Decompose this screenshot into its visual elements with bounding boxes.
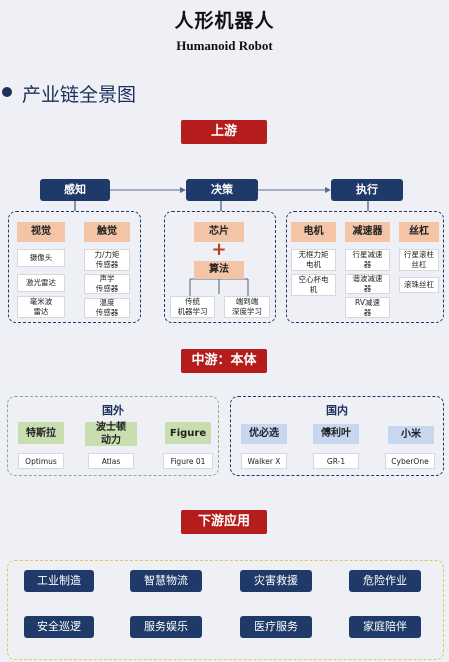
app-industrial-manufacturing: 工业制造 xyxy=(24,570,94,592)
stage-decision: 决策 xyxy=(186,179,258,201)
company-boston-dynamics: 波士顿 动力 xyxy=(85,422,137,446)
decision-item: 端到端 深度学习 xyxy=(224,296,270,318)
product-label: CyberOne xyxy=(385,453,435,469)
perception-group xyxy=(8,211,141,323)
company-fourier: 傅利叶 xyxy=(313,424,359,444)
stage-perception: 感知 xyxy=(40,179,110,201)
app-medical-service: 医疗服务 xyxy=(240,616,312,638)
perception-item: 毫米波 雷达 xyxy=(17,296,65,318)
midstream-banner: 中游：本体 xyxy=(181,349,267,373)
execution-group xyxy=(286,211,444,323)
company-figure: Figure xyxy=(165,422,211,444)
algorithm-header: 算法 xyxy=(194,261,244,279)
plus-icon: + xyxy=(211,239,227,260)
foreign-label: 国外 xyxy=(102,404,124,417)
page-title-en: Humanoid Robot xyxy=(176,38,273,53)
motor-header: 电机 xyxy=(291,222,336,242)
product-label: Walker X xyxy=(241,453,287,469)
product-label: GR-1 xyxy=(313,453,359,469)
execution-item: RV减速 器 xyxy=(345,297,390,318)
app-security-patrol: 安全巡逻 xyxy=(24,616,94,638)
reducer-header: 减速器 xyxy=(345,222,390,242)
app-disaster-rescue: 灾害救援 xyxy=(240,570,312,592)
upstream-banner: 上游 xyxy=(181,120,267,144)
perception-item: 激光雷达 xyxy=(17,274,65,292)
company-ubtech: 优必选 xyxy=(241,424,287,444)
downstream-banner: 下游应用 xyxy=(181,510,267,534)
decision-item: 传统 机器学习 xyxy=(170,296,215,318)
perception-item: 力/力矩 传感器 xyxy=(84,249,130,271)
company-tesla: 特斯拉 xyxy=(18,422,64,444)
downstream-group xyxy=(7,560,444,660)
touch-header: 触觉 xyxy=(84,222,130,242)
execution-item: 谐波减速 器 xyxy=(345,274,390,294)
app-hazardous-work: 危险作业 xyxy=(349,570,421,592)
execution-item: 空心杯电 机 xyxy=(291,274,336,296)
screw-header: 丝杠 xyxy=(399,222,439,242)
app-home-companion: 家庭陪伴 xyxy=(349,616,421,638)
execution-item: 滚珠丝杠 xyxy=(399,277,439,293)
perception-item: 摄像头 xyxy=(17,249,65,267)
stage-execution: 执行 xyxy=(331,179,403,201)
decision-group xyxy=(164,211,276,323)
app-smart-logistics: 智慧物流 xyxy=(130,570,202,592)
domestic-group xyxy=(230,396,444,476)
page-title: 人形机器人 xyxy=(174,10,275,32)
product-label: Optimus xyxy=(18,453,64,469)
product-label: Atlas xyxy=(88,453,134,469)
perception-item: 温度 传感器 xyxy=(84,298,130,318)
app-service-entertainment: 服务娱乐 xyxy=(130,616,202,638)
execution-item: 行星减速 器 xyxy=(345,249,390,271)
page-subtitle: 产业链全景图 xyxy=(22,84,137,106)
company-xiaomi: 小米 xyxy=(388,426,434,444)
bullet-dot-icon xyxy=(2,87,12,97)
vision-header: 视觉 xyxy=(17,222,65,242)
domestic-label: 国内 xyxy=(326,404,348,417)
execution-item: 无框力矩 电机 xyxy=(291,249,336,271)
foreign-group xyxy=(7,396,219,476)
perception-item: 声学 传感器 xyxy=(84,274,130,294)
chip-header: 芯片 xyxy=(194,222,244,242)
product-label: Figure 01 xyxy=(163,453,213,469)
execution-item: 行星滚柱 丝杠 xyxy=(399,249,439,271)
